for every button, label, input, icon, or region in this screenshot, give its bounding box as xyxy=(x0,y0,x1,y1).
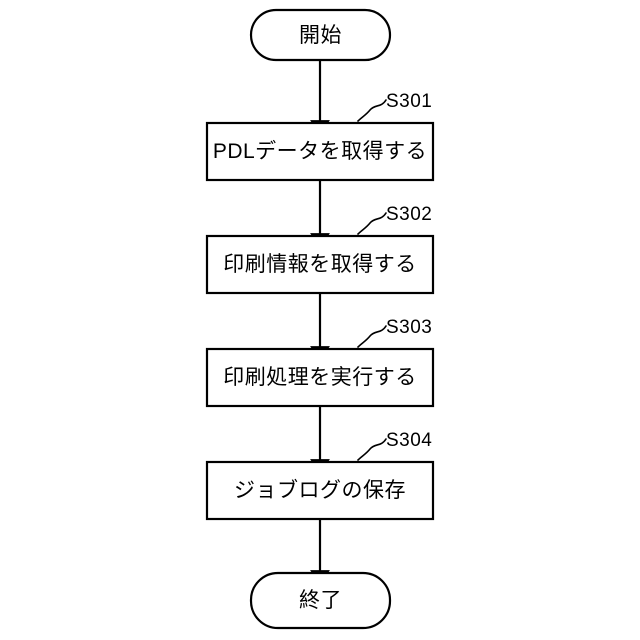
node-s301-shape xyxy=(205,121,435,182)
leader-line-s303 xyxy=(357,325,387,348)
node-end-label: 終了 xyxy=(299,589,342,612)
node-s304-shape xyxy=(205,460,435,521)
node-s302-label: 印刷情報を取得する xyxy=(223,253,417,276)
leader-line-s304 xyxy=(357,438,387,461)
step-label-s301: S301 xyxy=(386,91,433,112)
node-s303-shape xyxy=(205,347,435,408)
node-s303-label: 印刷処理を実行する xyxy=(223,366,417,389)
step-label-s302: S302 xyxy=(386,204,433,225)
node-s304-label: ジョブログの保存 xyxy=(234,479,406,502)
step-label-s303: S303 xyxy=(386,317,433,338)
leader-line-group xyxy=(357,99,387,461)
leader-line-s302 xyxy=(357,212,387,235)
node-s301-label: PDLデータを取得する xyxy=(212,140,428,163)
node-start-shape xyxy=(249,8,392,62)
node-start-label: 開始 xyxy=(299,23,342,47)
step-label-s304: S304 xyxy=(386,430,433,451)
node-s302-shape xyxy=(205,234,435,295)
node-end-shape xyxy=(249,571,392,630)
leader-line-s301 xyxy=(357,99,387,122)
